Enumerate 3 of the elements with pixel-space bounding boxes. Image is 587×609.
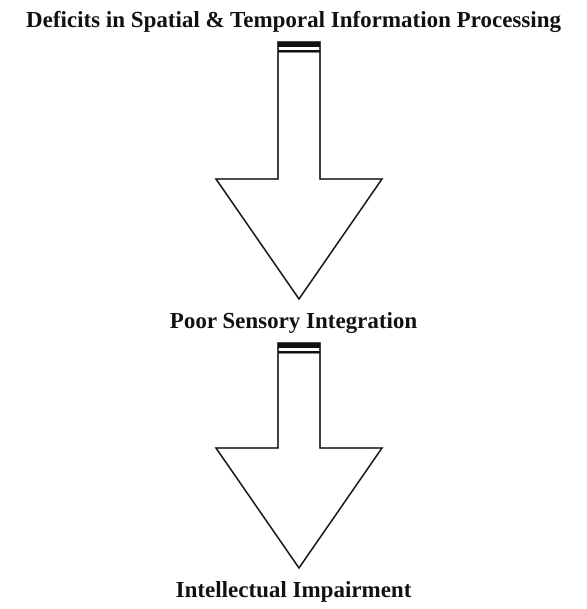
node-label: Deficits in Spatial & Temporal Information Processing	[26, 7, 561, 32]
node-label: Poor Sensory Integration	[170, 308, 418, 333]
node-label: Intellectual Impairment	[176, 577, 412, 602]
